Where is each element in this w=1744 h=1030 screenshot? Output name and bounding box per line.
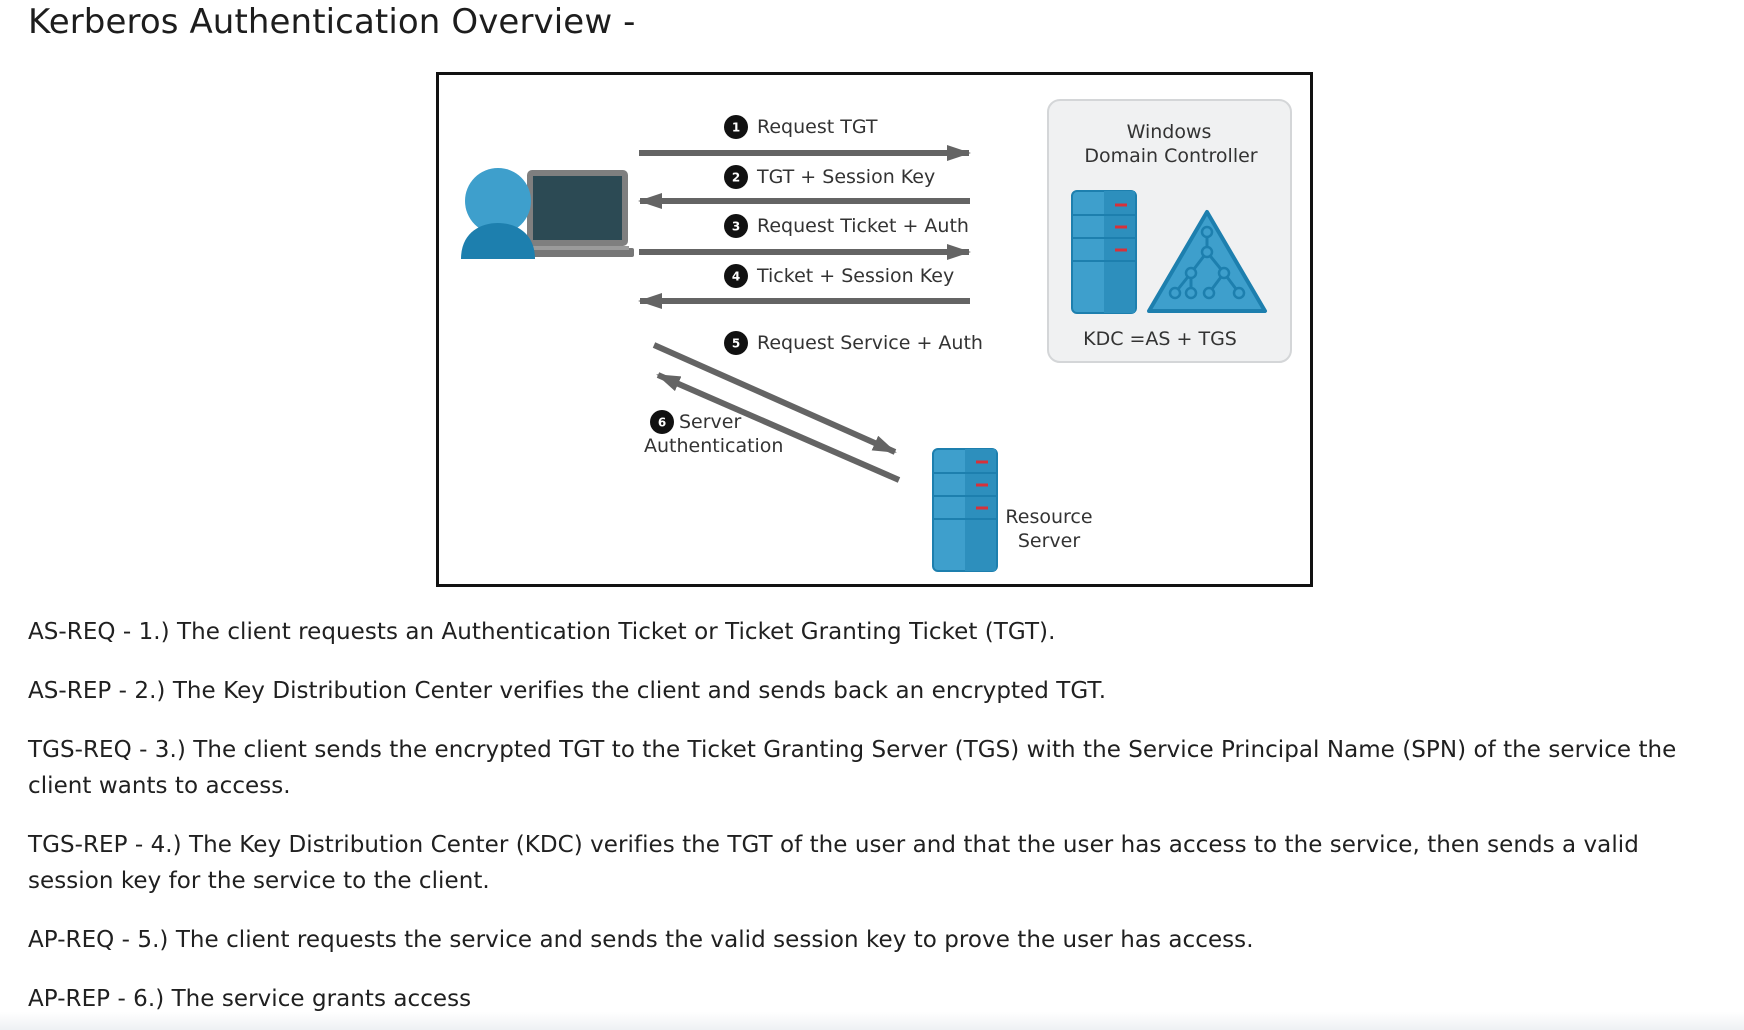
step-as-rep: AS-REP - 2.) The Key Distribution Center…	[28, 678, 1107, 704]
step-number-3-icon: 3	[724, 214, 748, 238]
bottom-fade	[0, 1012, 1744, 1030]
resource-server-label-line2: Server	[1018, 530, 1080, 552]
domain-controller-server-icon	[1071, 190, 1137, 314]
step-ap-rep: AP-REP - 6.) The service grants access	[28, 986, 472, 1012]
label-request-service-auth: Request Service + Auth	[757, 332, 983, 354]
resource-server-icon	[932, 448, 998, 572]
label-authentication: Authentication	[644, 435, 783, 457]
label-request-tgt: Request TGT	[757, 116, 878, 138]
arrow-request-service-auth	[652, 342, 897, 455]
label-request-ticket-auth: Request Ticket + Auth	[757, 215, 969, 237]
step-ap-req: AP-REQ - 5.) The client requests the ser…	[28, 927, 1254, 953]
svg-text:4: 4	[732, 270, 740, 284]
domain-controller-label: Domain Controller	[1084, 145, 1257, 167]
step-number-4-icon: 4	[724, 264, 748, 288]
user-with-laptop-icon	[461, 168, 634, 259]
step-number-6-icon: 6	[650, 410, 674, 434]
kerberos-steps-list: AS-REQ - 1.) The client requests an Auth…	[28, 614, 1718, 1017]
page-title: Kerberos Authentication Overview -	[28, 2, 636, 42]
svg-text:5: 5	[732, 337, 740, 351]
kdc-label: KDC =AS + TGS	[1083, 328, 1237, 350]
step-as-req: AS-REQ - 1.) The client requests an Auth…	[28, 619, 1056, 645]
step-tgs-rep: TGS-REP - 4.) The Key Distribution Cente…	[28, 832, 1639, 894]
step-number-2-icon: 2	[724, 165, 748, 189]
step-number-1-icon: 1	[724, 115, 748, 139]
svg-text:1: 1	[732, 121, 740, 135]
step-number-5-icon: 5	[724, 331, 748, 355]
svg-text:2: 2	[732, 171, 740, 185]
domain-controller-windows-label: Windows	[1127, 121, 1212, 143]
arrow-server-authentication	[656, 372, 901, 483]
active-directory-icon	[1147, 210, 1267, 313]
label-tgt-session-key: TGT + Session Key	[756, 166, 935, 188]
step-tgs-req: TGS-REQ - 3.) The client sends the encry…	[28, 737, 1677, 799]
resource-server-label-line1: Resource	[1005, 506, 1092, 528]
kerberos-diagram-frame: 1 2 3 4 5 6 Request TGT TGT + Session Ke…	[436, 72, 1313, 587]
svg-text:6: 6	[658, 416, 666, 430]
kerberos-diagram: 1 2 3 4 5 6 Request TGT TGT + Session Ke…	[461, 99, 1292, 572]
page-content: Kerberos Authentication Overview -	[28, 0, 1718, 42]
svg-text:3: 3	[732, 220, 740, 234]
label-server: Server	[679, 411, 741, 433]
label-ticket-session-key: Ticket + Session Key	[756, 265, 954, 287]
